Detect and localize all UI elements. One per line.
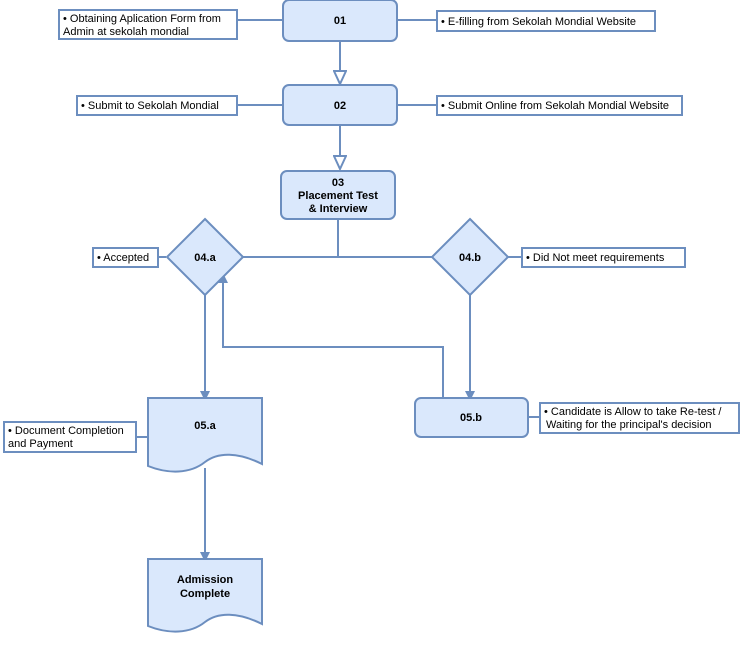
note-04b-text: • Did Not meet requirements (526, 252, 665, 264)
note-02-left-text: • Submit to Sekolah Mondial (81, 100, 219, 112)
step-01-box[interactable] (282, 0, 398, 42)
note-05a-line1: • Document Completion (8, 425, 124, 437)
step-05a-label: 05.a (194, 420, 216, 432)
note-05a (3, 421, 137, 453)
decision-04a-label: 04.a (194, 252, 216, 264)
note-05b-line1: • Candidate is Allow to take Re-test / (544, 406, 722, 418)
note-02-right (436, 95, 683, 116)
step-03-title-line1: Placement Test (298, 190, 378, 202)
note-01-left-line2: Admin at sekolah mondial (63, 26, 189, 38)
note-01-right (436, 10, 656, 32)
note-05b-line2: Waiting for the principal's decision (546, 419, 712, 431)
note-01-left (58, 9, 238, 40)
step-05a-document[interactable] (147, 397, 263, 473)
step-03-number: 03 (332, 177, 344, 189)
note-01-left-line1: • Obtaining Aplication Form from (63, 13, 221, 25)
note-05a-line2: and Payment (8, 438, 73, 450)
step-02-label: 02 (334, 100, 346, 112)
step-02-box[interactable] (282, 84, 398, 126)
step-01-label: 01 (334, 15, 346, 27)
edge-05b-loop-to-04a (218, 273, 444, 398)
step-05b-box[interactable] (414, 397, 529, 438)
admission-complete-document[interactable] (147, 558, 263, 633)
note-04a-text: • Accepted (97, 252, 149, 264)
decision-04b-label: 04.b (459, 252, 481, 264)
note-05b (539, 402, 740, 434)
decision-04a-diamond[interactable] (165, 217, 245, 297)
decision-04b-diamond[interactable] (430, 217, 510, 297)
note-01-right-text: • E-filling from Sekolah Mondial Website (441, 16, 636, 28)
note-04a (92, 247, 159, 268)
step-05b-label: 05.b (460, 412, 482, 424)
step-03-title-line2: & Interview (309, 203, 368, 215)
step-03-box[interactable] (280, 170, 396, 220)
note-02-right-text: • Submit Online from Sekolah Mondial Web… (441, 100, 669, 112)
note-04b (521, 247, 686, 268)
note-02-left (76, 95, 238, 116)
admission-complete-line1: Admission (177, 574, 234, 586)
admission-complete-line2: Complete (180, 588, 230, 600)
